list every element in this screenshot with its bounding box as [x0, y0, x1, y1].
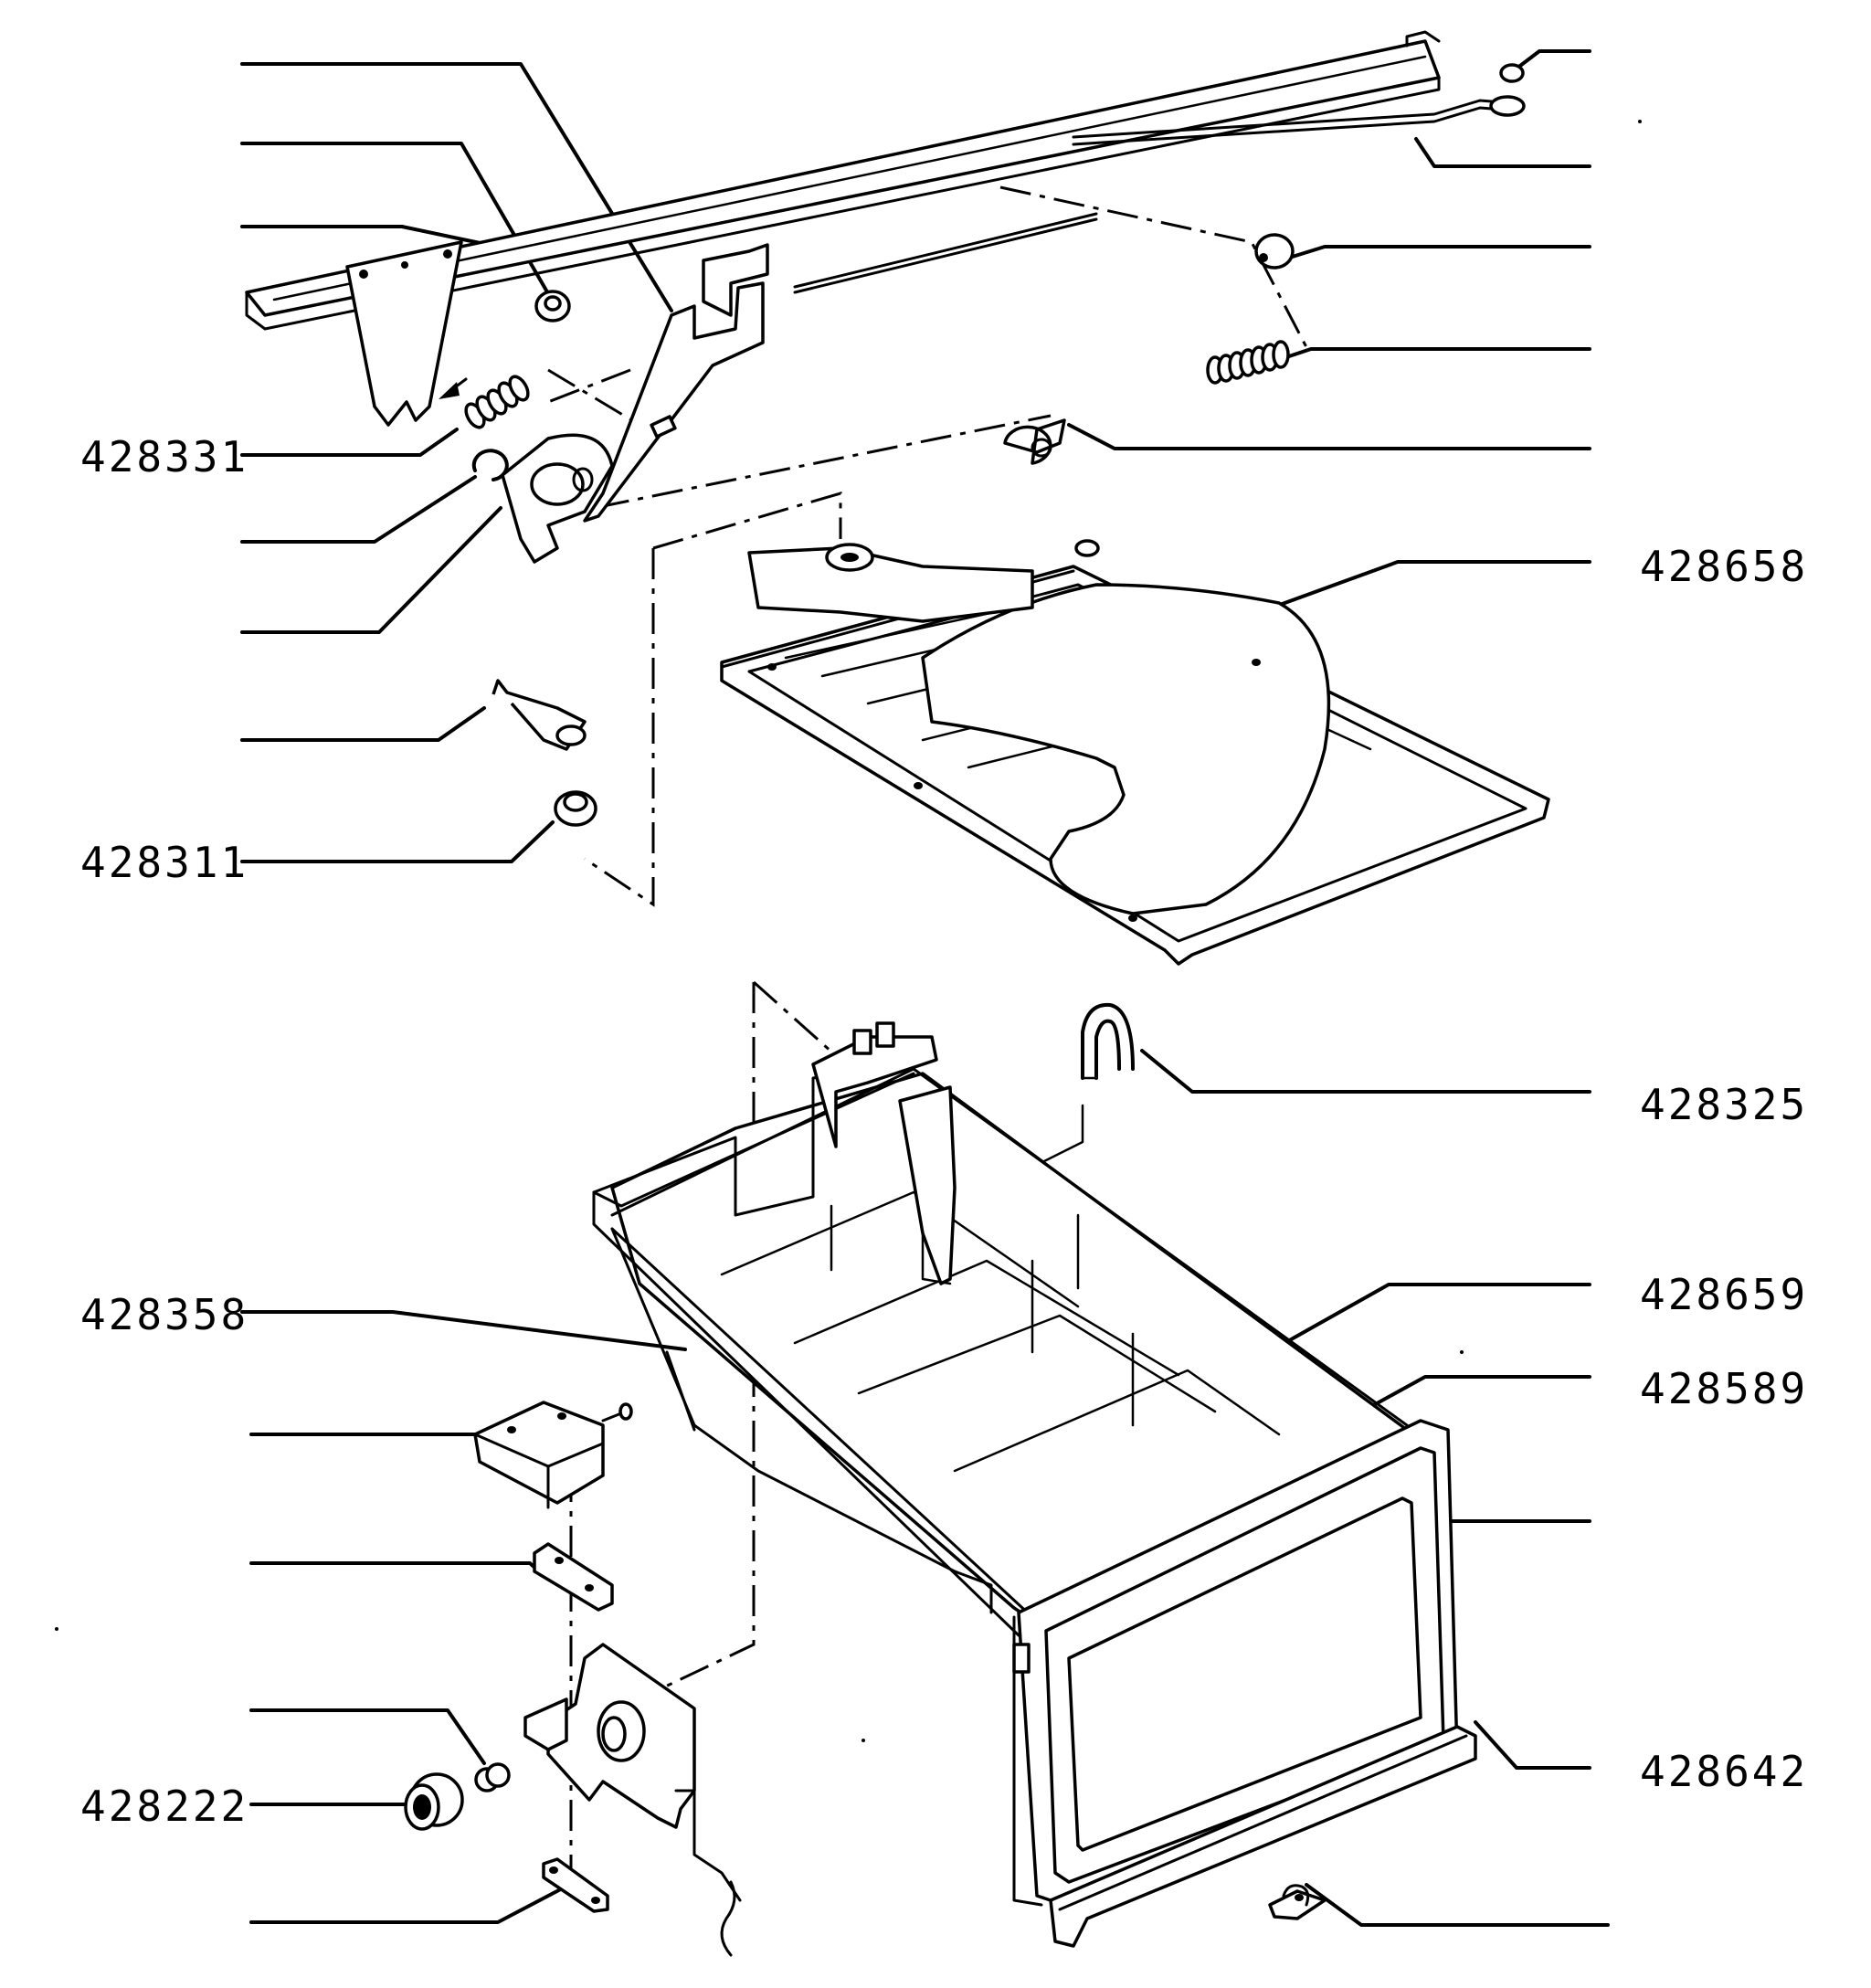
part-label-428358: 428358	[80, 1290, 248, 1339]
leader-line	[1414, 137, 1591, 168]
leader-line	[240, 428, 459, 457]
leader-line	[240, 706, 486, 742]
part-label-428658: 428658	[1640, 542, 1808, 591]
leader-line	[240, 475, 477, 544]
centerline	[547, 368, 631, 404]
leader-line	[249, 1882, 573, 1924]
leader-line	[249, 1708, 486, 1765]
centerline	[597, 414, 1052, 509]
leader-line	[240, 1310, 687, 1351]
centerline	[999, 185, 1308, 348]
leader-line	[1369, 1375, 1591, 1409]
leader-line	[240, 225, 491, 247]
spring	[464, 375, 530, 429]
part-label-428642: 428642	[1640, 1747, 1808, 1796]
part-label-428659: 428659	[1640, 1270, 1808, 1319]
part-label-428311: 428311	[80, 838, 248, 887]
drawer-dispenser	[592, 1021, 1409, 1637]
centerline	[584, 548, 655, 907]
front-panel	[1012, 1419, 1477, 1948]
leader-line	[1067, 423, 1591, 450]
centerline	[547, 368, 640, 427]
lever-arm	[583, 212, 1098, 523]
long-spring	[1206, 340, 1290, 385]
switch-assembly	[404, 1401, 742, 1957]
leader-line	[1282, 347, 1591, 360]
part-label-428222: 428222	[80, 1782, 248, 1831]
clip-bottom-right	[1268, 1884, 1327, 1920]
part-label-428589: 428589	[1640, 1364, 1808, 1413]
latch-bracket	[345, 240, 463, 427]
leader-line	[1474, 1720, 1591, 1770]
leader-line	[1305, 1883, 1610, 1927]
part-number-labels: 428331 428311 428658 428325 428659 42858…	[80, 432, 1808, 1831]
leader-line	[249, 1561, 541, 1573]
leader-line	[240, 506, 502, 634]
assembly-centerlines	[547, 185, 1308, 1896]
leader-line	[240, 820, 555, 863]
small-parts-top	[439, 63, 1526, 827]
leader-line	[1515, 49, 1591, 70]
centerline	[652, 491, 842, 550]
leader-line	[1282, 245, 1591, 261]
part-label-428331: 428331	[80, 432, 248, 481]
leader-line	[1140, 1049, 1591, 1094]
part-label-428325: 428325	[1640, 1080, 1808, 1129]
centerline	[752, 980, 842, 1062]
upper-tray	[720, 539, 1550, 966]
top-rail	[245, 30, 1441, 331]
